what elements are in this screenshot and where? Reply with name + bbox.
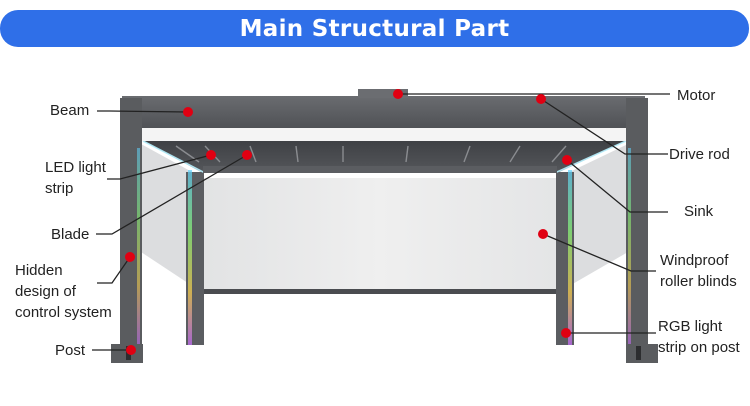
label-drive-rod: Drive rod <box>669 146 730 163</box>
label-sink: Sink <box>684 203 714 220</box>
blade-lines <box>175 145 567 163</box>
beam <box>122 96 645 130</box>
title-banner: Main Structural Part <box>0 10 749 47</box>
marker-led <box>206 150 216 160</box>
page-title: Main Structural Part <box>239 15 510 42</box>
front-post-right <box>626 98 648 363</box>
label-motor: Motor <box>677 87 716 104</box>
marker-drive-rod <box>536 94 546 104</box>
marker-rgb <box>561 328 571 338</box>
label-led-strip: LED light strip <box>45 159 106 197</box>
marker-beam <box>183 107 193 117</box>
marker-post <box>126 345 136 355</box>
blade-ceiling <box>141 140 628 173</box>
markers <box>125 89 572 355</box>
marker-motor <box>393 89 403 99</box>
leader-lines <box>92 93 670 351</box>
label-hidden-control: Hidden design of control system <box>15 262 112 321</box>
label-post: Post <box>55 342 86 359</box>
marker-roller-blinds <box>538 229 548 239</box>
label-beam: Beam <box>50 102 90 119</box>
right-side-blind <box>557 144 628 293</box>
marker-hidden-control <box>125 252 135 262</box>
marker-blade <box>242 150 252 160</box>
windproof-roller-blind <box>204 178 556 294</box>
label-rgb-strip: RGB light strip on post <box>658 318 740 356</box>
front-post-left <box>120 98 142 363</box>
marker-sink <box>562 155 572 165</box>
label-roller-blinds: Windproof roller blinds <box>660 252 737 290</box>
label-blade: Blade <box>51 226 90 243</box>
